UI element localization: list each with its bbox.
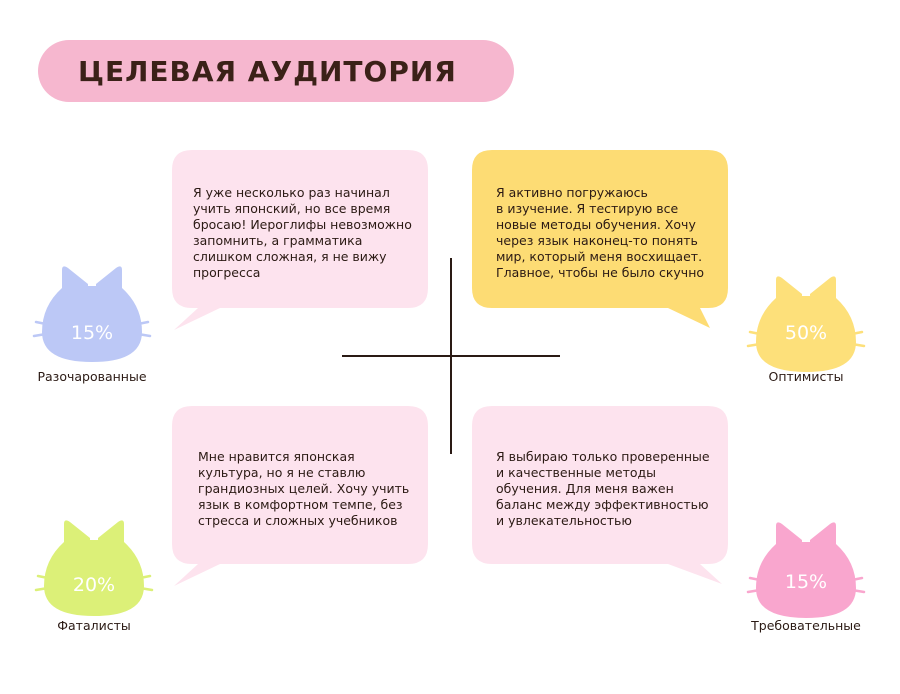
quote-bubble-optimists: Я активно погружаюсь в изучение. Я тести… bbox=[472, 150, 728, 330]
segment-label: Фаталисты bbox=[57, 618, 131, 633]
speech-bubble-shape bbox=[472, 150, 728, 328]
quote-line: культура, но я не ставлю bbox=[198, 465, 366, 480]
cat-badge-disappointed: 15% bbox=[22, 262, 162, 372]
page-title: ЦЕЛЕВАЯ АУДИТОРИЯ bbox=[78, 54, 457, 88]
quote-line: Я выбираю только проверенные bbox=[496, 449, 710, 464]
segment-percent: 20% bbox=[72, 574, 116, 596]
quote-line: обучения. Для меня важен bbox=[496, 481, 674, 496]
quote-line: прогресса bbox=[193, 265, 261, 280]
quote-line: и качественные методы bbox=[496, 465, 657, 480]
quote-line: мир, который меня восхищает. bbox=[496, 249, 703, 264]
quote-line: баланс между эффективностью bbox=[496, 497, 709, 512]
title-banner: ЦЕЛЕВАЯ АУДИТОРИЯ bbox=[38, 40, 514, 102]
quote-line: Мне нравится японская bbox=[198, 449, 355, 464]
quote-line: грандиозных целей. Хочу учить bbox=[198, 481, 410, 496]
cat-icon bbox=[746, 522, 866, 618]
quote-line: новые методы обучения. Хочу bbox=[496, 217, 696, 232]
segment-label: Разочарованные bbox=[37, 369, 147, 384]
quote-line: бросаю! Иероглифы невозможно bbox=[193, 217, 412, 232]
cat-icon bbox=[32, 266, 152, 362]
speech-bubble-shape bbox=[472, 406, 728, 584]
segment-label: Требовательные bbox=[751, 618, 861, 633]
quote-line: стресса и сложных учебников bbox=[198, 513, 398, 528]
segment-percent: 15% bbox=[70, 322, 114, 344]
quote-line: в изучение. Я тестирую все bbox=[496, 201, 679, 216]
quote-line: Главное, чтобы не было скучно bbox=[496, 265, 705, 280]
cat-icon bbox=[746, 276, 866, 372]
quote-line: Я активно погружаюсь bbox=[496, 185, 648, 200]
cat-icon bbox=[34, 520, 154, 616]
quote-line: учить японский, но все время bbox=[193, 201, 391, 216]
cat-badge-optimists: 50% bbox=[736, 272, 876, 382]
speech-bubble-shape bbox=[172, 406, 428, 586]
cat-badge-fatalists: 20% bbox=[24, 516, 164, 626]
quote-bubble-fatalists: Мне нравится японская культура, но я не … bbox=[172, 406, 428, 586]
quote-line: язык в комфортном темпе, без bbox=[198, 497, 403, 512]
speech-bubble-shape bbox=[172, 150, 428, 330]
quote-bubble-disappointed: Я уже несколько раз начинал учить японск… bbox=[172, 150, 428, 330]
quote-line: Я уже несколько раз начинал bbox=[193, 185, 390, 200]
quote-line: и увлекательностью bbox=[496, 513, 632, 528]
quadrant-axis-vertical bbox=[450, 258, 452, 454]
quote-line: через язык наконец-то понять bbox=[496, 233, 698, 248]
quote-line: запомнить, а грамматика bbox=[193, 233, 363, 248]
quote-line: слишком сложная, я не вижу bbox=[193, 249, 387, 264]
quote-bubble-demanding: Я выбираю только проверенные и качествен… bbox=[472, 406, 728, 586]
segment-label: Оптимисты bbox=[768, 369, 844, 384]
segment-percent: 50% bbox=[784, 322, 828, 344]
cat-badge-demanding: 15% bbox=[736, 518, 876, 628]
segment-percent: 15% bbox=[784, 571, 828, 593]
